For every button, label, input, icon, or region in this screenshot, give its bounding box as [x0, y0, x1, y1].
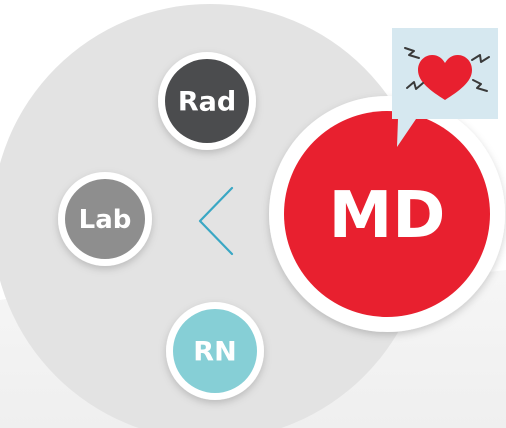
- node-lab-label: Lab: [79, 205, 132, 235]
- node-rad-disc: [165, 59, 249, 143]
- spark-icon-bottom-right: [472, 79, 488, 92]
- speech-bubble: [392, 28, 498, 147]
- node-rn-label: RN: [193, 337, 236, 368]
- spark-icon-bottom-left: [406, 81, 424, 90]
- hub-circle: [0, 4, 428, 428]
- node-rn-disc: [173, 309, 257, 393]
- spark-icon-top-right: [471, 54, 490, 63]
- heart-icon: [418, 55, 472, 100]
- spark-icon-top-left: [404, 47, 420, 59]
- node-md[interactable]: MD: [269, 96, 505, 332]
- node-rn[interactable]: RN: [166, 302, 264, 400]
- node-rad[interactable]: Rad: [158, 52, 256, 150]
- node-rad-label: Rad: [178, 87, 236, 118]
- node-lab[interactable]: Lab: [58, 172, 152, 266]
- node-lab-disc: [65, 179, 145, 259]
- node-md-label: MD: [329, 179, 446, 253]
- node-md-disc: [284, 111, 490, 317]
- chevron-left-icon: [198, 186, 234, 256]
